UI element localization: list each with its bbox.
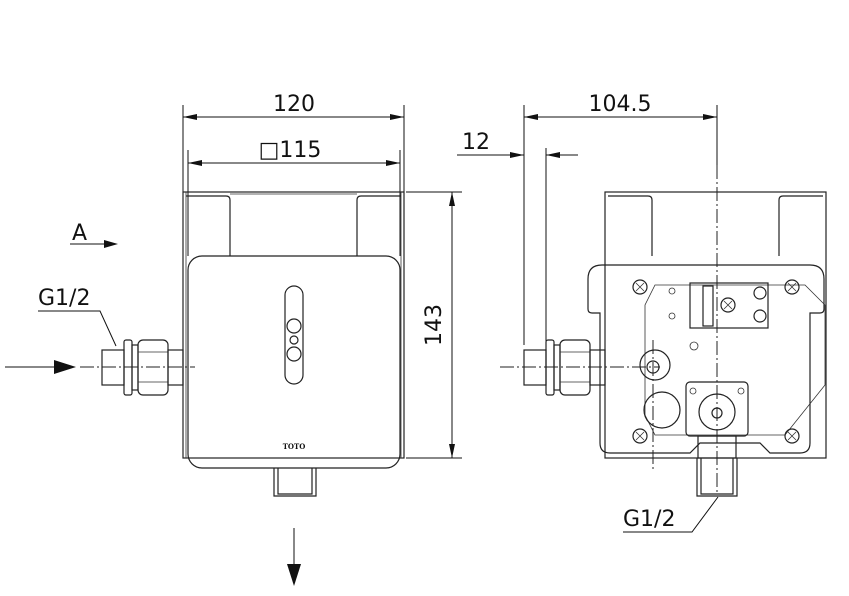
dimension-12-label: 12 [462,130,490,155]
dimension-104-5: 104.5 [523,92,718,345]
view-a-arrow [104,240,118,248]
sensor-window [284,285,304,385]
dimension-115: □115 [187,138,401,256]
outlet-thread-label: G1/2 [623,507,675,532]
dimension-120-label: 120 [273,92,315,117]
dimension-120: 120 [182,92,405,192]
dimension-12: 12 [457,130,578,345]
inlet-thread-label: G1/2 [38,286,90,311]
mounting-plate [587,264,825,454]
rear-view: 104.5 12 [457,92,827,533]
dimension-104-5-label: 104.5 [589,92,652,117]
screw-icons [632,279,800,444]
dimension-143: 143 [406,191,462,459]
inlet-fitting-right [523,339,606,396]
view-a-label: A [72,221,87,246]
front-view: 120 □115 143 TOTO [5,92,462,586]
front-cover [187,255,401,469]
brand-logo: TOTO [283,442,306,451]
dimension-143-label: 143 [422,304,447,346]
dimension-115-label: □115 [259,138,322,163]
